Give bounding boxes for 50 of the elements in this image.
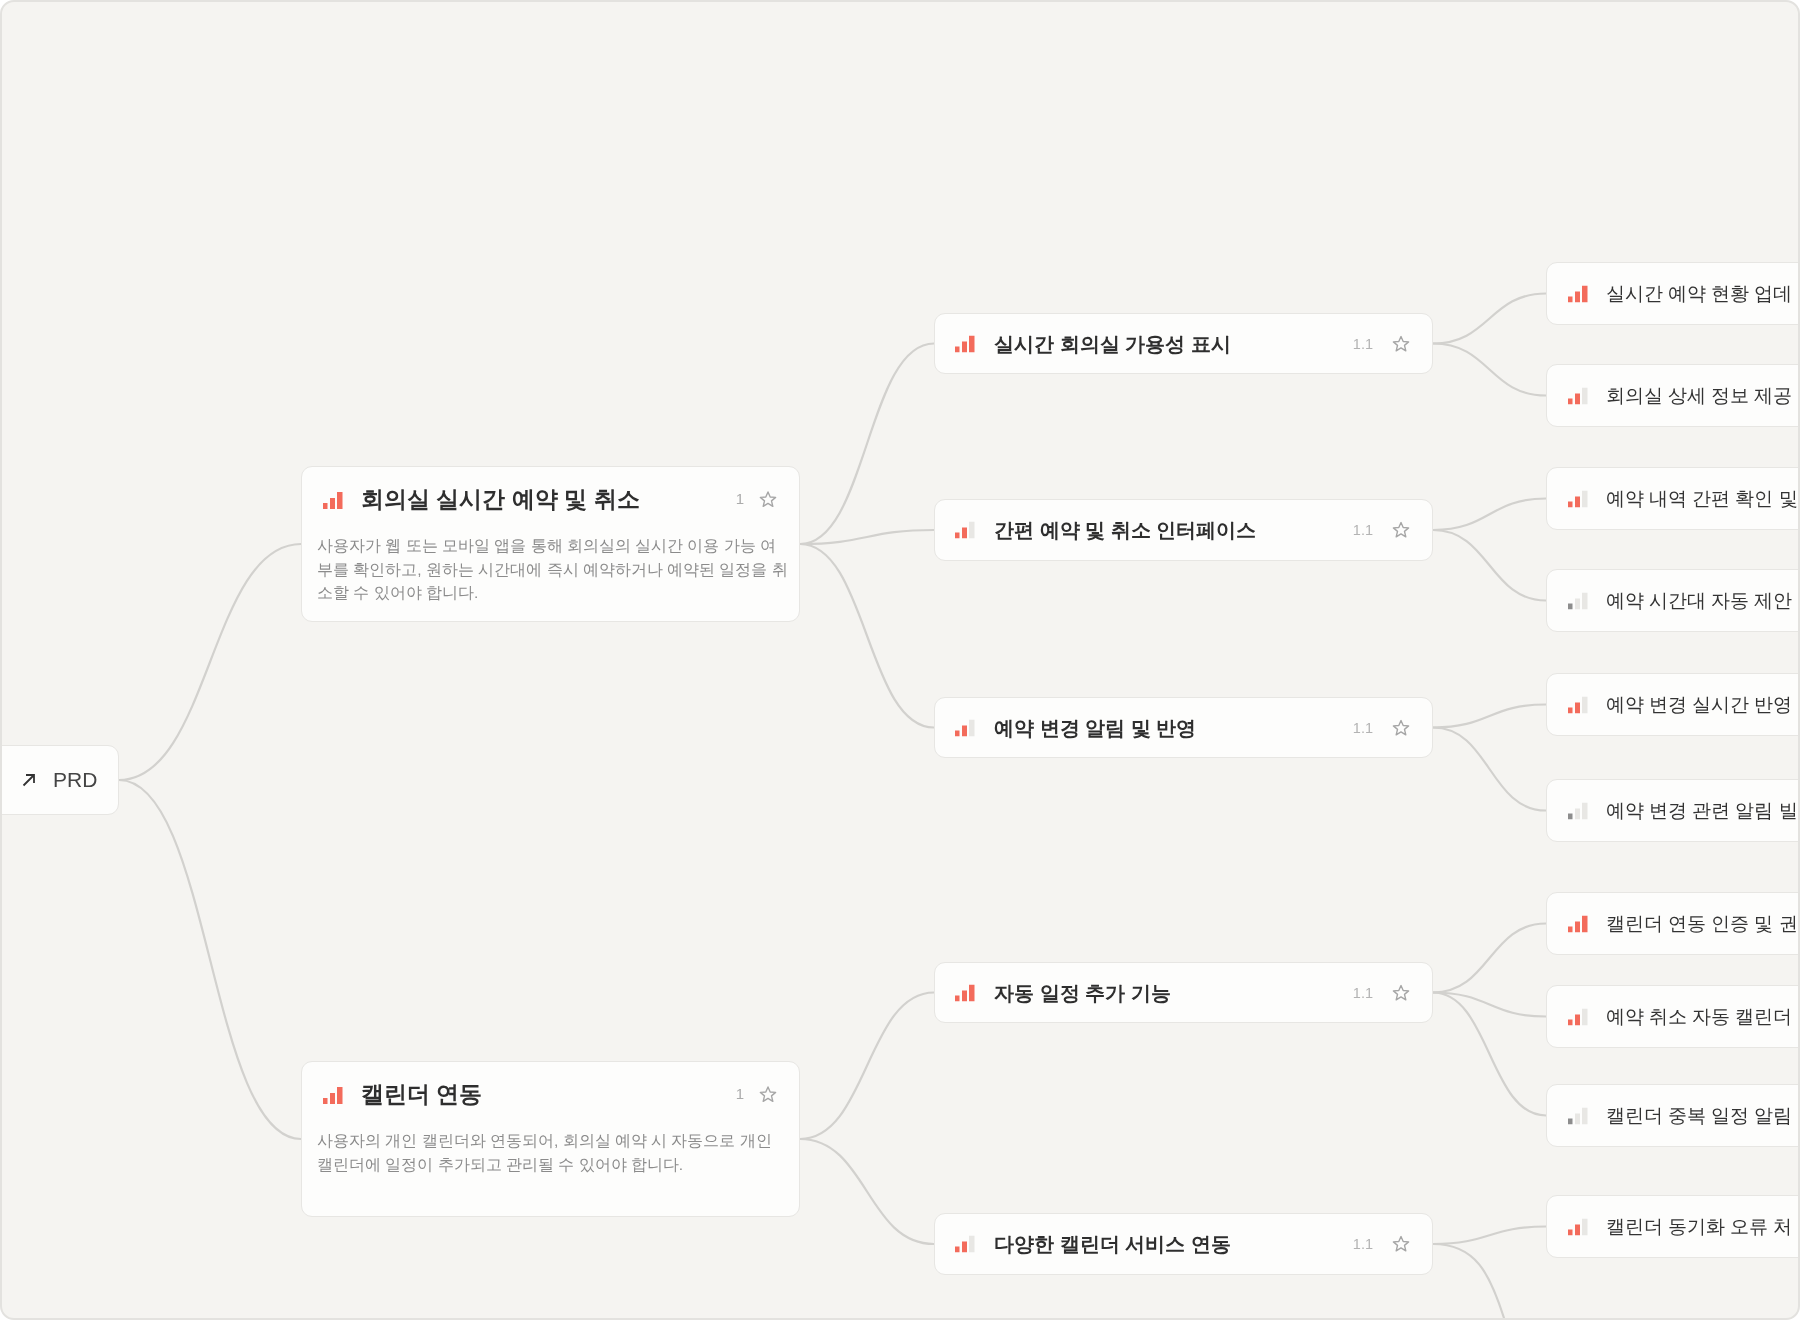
topic-card: [301, 1061, 800, 1217]
card-description: 사용자의 개인 캘린더와 연동되어, 회의실 예약 시 자동으로 개인 캘린더에 일정이 추가되고 관리될 수 있어야 합니다.: [317, 1131, 773, 1175]
subtopic-card: [934, 1213, 1433, 1275]
item-number: 1: [735, 489, 744, 509]
card-title: 캘린더 중복 일정 알림: [1606, 1103, 1793, 1128]
subtopic-card: [934, 499, 1433, 561]
leaf-card: [1546, 467, 1798, 530]
card-title: 회의실 상세 정보 제공: [1606, 383, 1793, 408]
leaf-card: [1546, 1084, 1798, 1147]
leaf-card: [1546, 892, 1798, 955]
item-number: 1.1: [1352, 334, 1373, 353]
leaf-card: [1546, 364, 1798, 427]
card-title: 자동 일정 추가 기능: [994, 980, 1171, 1005]
card-title: 다양한 캘린더 서비스 연동: [994, 1231, 1231, 1257]
leaf-card: [1546, 1195, 1798, 1258]
connector-line: [1431, 991, 1548, 1117]
item-number: 1.1: [1352, 718, 1373, 737]
card-title: 예약 변경 관련 알림 빌: [1606, 798, 1798, 823]
card-description: 사용자가 웹 또는 모바일 앱을 통해 회의실의 실시간 이용 가능 여부를 확인하고, 원하는 시간대에 즉시 예약하거나 예약된 일정을 취소할 수 있어야 합니다.: [317, 536, 789, 603]
topic-card: [301, 466, 800, 622]
subtopic-card: [934, 697, 1433, 758]
card-title: 예약 시간대 자동 제안: [1606, 588, 1793, 613]
card-title: 예약 취소 자동 캘린더: [1606, 1004, 1793, 1029]
card-title: 캘린더 연동 인증 및 권: [1606, 911, 1798, 936]
card-title: 간편 예약 및 취소 인터페이스: [994, 517, 1257, 543]
leaf-card: [1546, 673, 1798, 736]
connector-line: [1431, 703, 1548, 729]
subtopic-card: [934, 313, 1433, 374]
leaf-card: [1546, 779, 1798, 842]
card-title: 캘린더 연동: [361, 1079, 483, 1109]
card-title: 예약 변경 실시간 반영: [1606, 692, 1793, 717]
item-number: 1.1: [1352, 520, 1373, 540]
card-title: 예약 내역 간편 확인 및: [1606, 486, 1798, 511]
root-label: PRD: [53, 766, 98, 793]
leaf-card: [1546, 569, 1798, 632]
connector-line: [117, 778, 303, 1141]
leaf-card: [1546, 262, 1798, 325]
subtopic-card: [934, 962, 1433, 1023]
card-title: 예약 변경 알림 및 반영: [994, 715, 1197, 740]
connector-line: [1431, 342, 1548, 397]
card-title: 실시간 회의실 가용성 표시: [994, 331, 1231, 356]
item-number: 1.1: [1352, 1234, 1373, 1254]
card-title: 실시간 예약 현황 업데: [1606, 281, 1793, 306]
item-number: 1: [735, 1084, 744, 1104]
leaf-card: [1546, 985, 1798, 1048]
card-title: 회의실 실시간 예약 및 취소: [361, 484, 640, 514]
card-title: 캘린더 동기화 오류 처: [1606, 1214, 1793, 1239]
connector-line: [1431, 726, 1548, 812]
root-node: [2, 745, 119, 815]
item-number: 1.1: [1352, 983, 1373, 1002]
